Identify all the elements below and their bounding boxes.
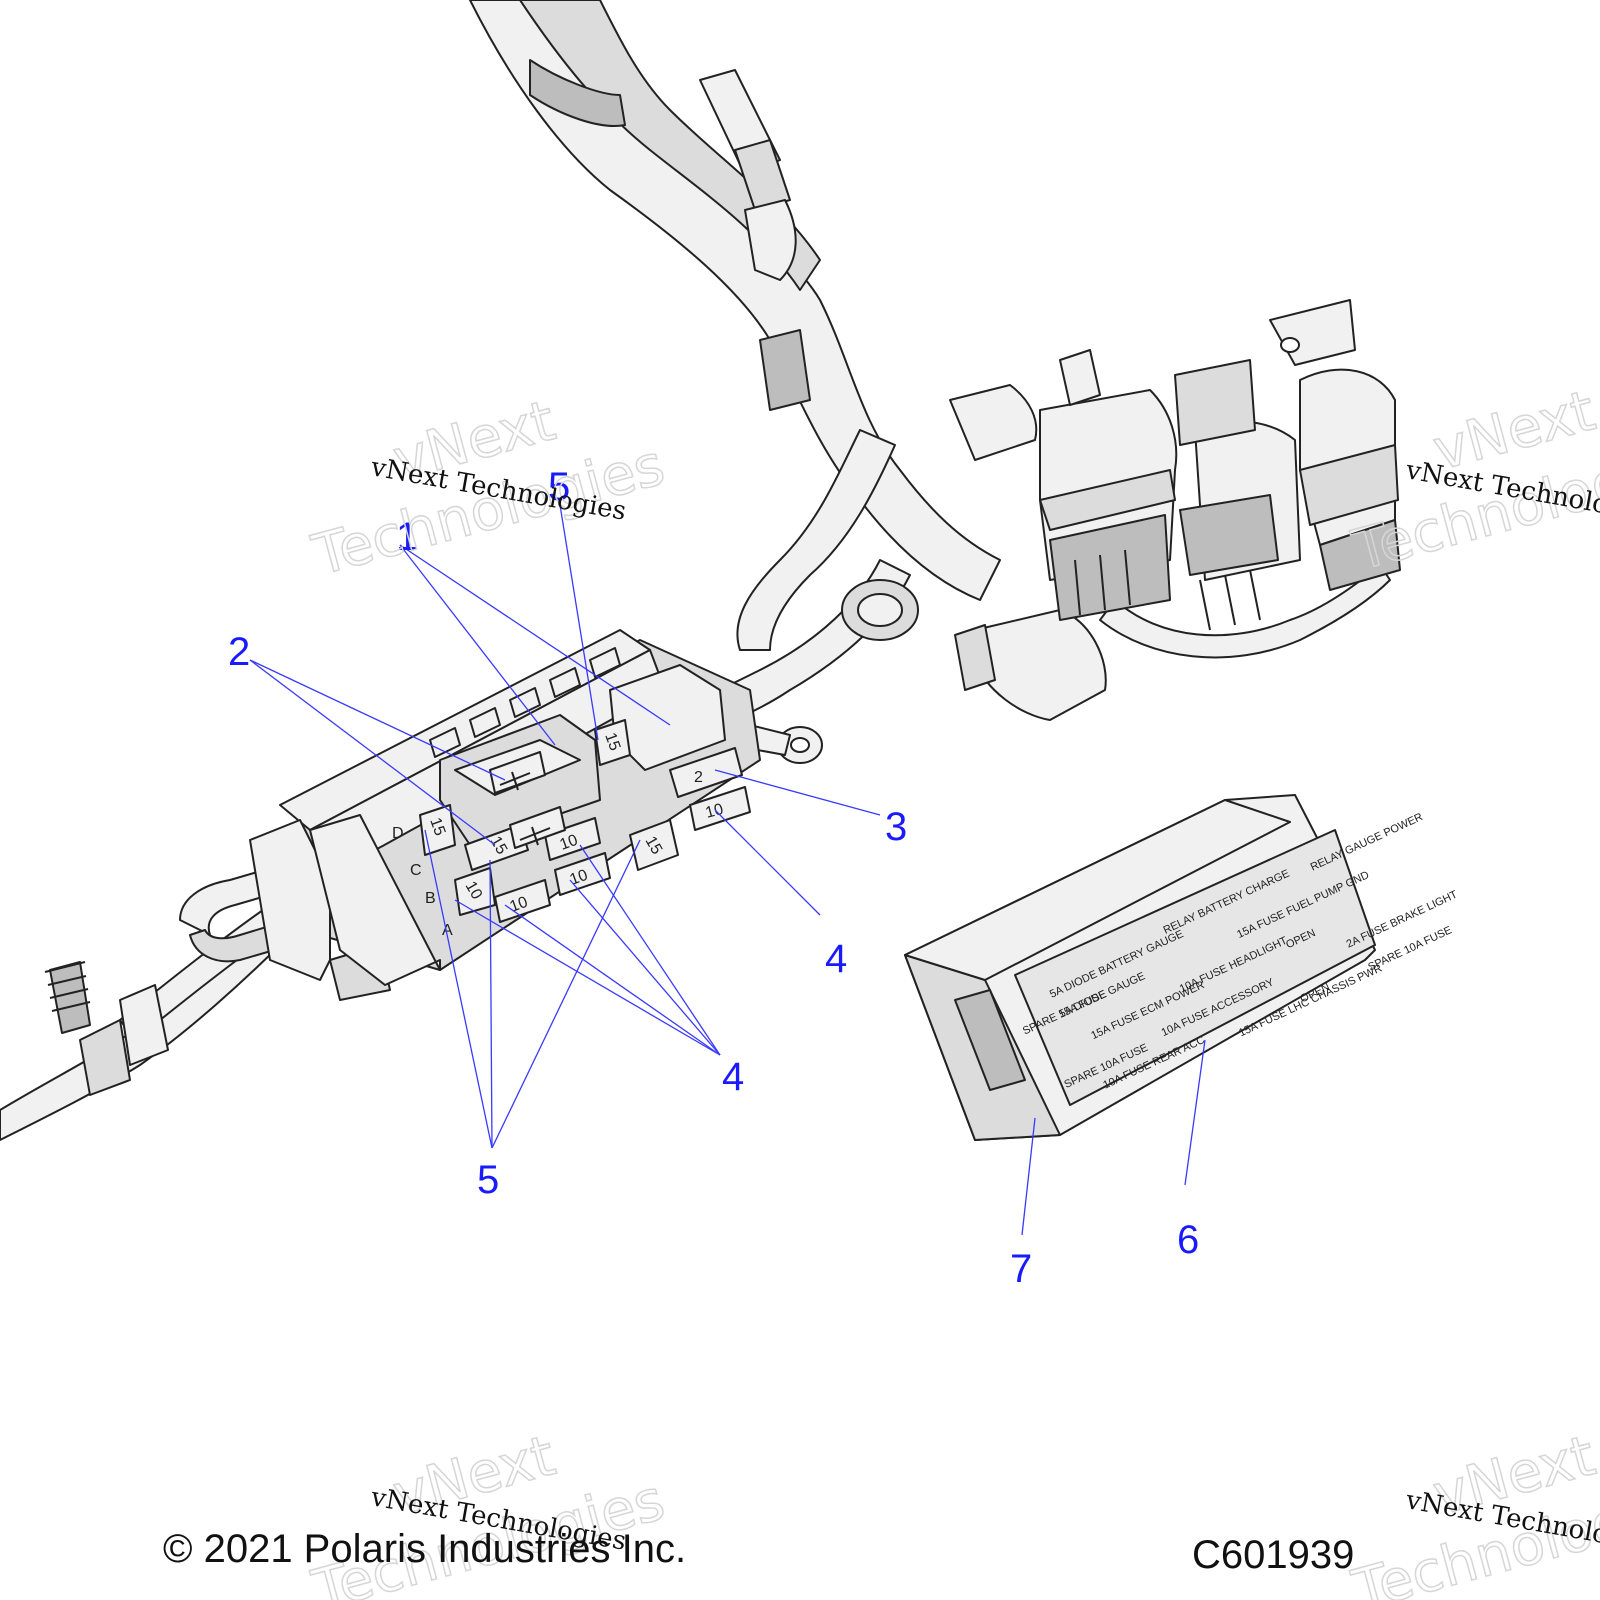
callout-1: 1 bbox=[396, 515, 418, 559]
svg-text:10: 10 bbox=[558, 832, 581, 854]
svg-text:10: 10 bbox=[704, 801, 726, 822]
svg-text:15: 15 bbox=[601, 731, 623, 754]
leader-lines bbox=[249, 504, 1206, 1236]
fuse-block: D C B A 15 15 10 10 10 10 bbox=[249, 629, 761, 1001]
diode-icon bbox=[489, 751, 546, 794]
fuse-10-d4: 10 bbox=[689, 786, 751, 831]
fuse-15-top: 15 bbox=[594, 719, 631, 766]
fuse-10-a: 10 bbox=[494, 879, 551, 923]
svg-text:10: 10 bbox=[462, 879, 486, 903]
fuse-15-d: 15 bbox=[419, 804, 456, 856]
row-letter-b: B bbox=[425, 890, 436, 907]
fuse-box-cover: 5A DIODE BATTERY GAUGE 5A DIODE GAUGE SP… bbox=[904, 794, 1460, 1141]
row-letter-a: A bbox=[442, 922, 453, 939]
row-letter-c: C bbox=[410, 862, 422, 879]
row-letter-d: D bbox=[392, 825, 404, 842]
copyright-text: © 2021 Polaris Industries Inc. bbox=[163, 1527, 686, 1571]
callout-6: 6 bbox=[1177, 1218, 1199, 1262]
svg-text:15: 15 bbox=[487, 834, 511, 858]
diagram-code: C601939 bbox=[1192, 1533, 1354, 1577]
fuse-15-c3: 15 bbox=[629, 819, 679, 871]
fuse-2: 2 bbox=[669, 747, 743, 798]
svg-text:15: 15 bbox=[426, 816, 448, 839]
callout-7: 7 bbox=[1010, 1247, 1032, 1291]
svg-text:15: 15 bbox=[642, 834, 666, 858]
relay-assembly bbox=[949, 299, 1401, 631]
fuse-10-b: 10 bbox=[454, 867, 496, 916]
diode-icon bbox=[509, 806, 566, 849]
callout-3: 3 bbox=[885, 805, 907, 849]
callouts: 1 2 3 4 4 5 5 6 7 bbox=[228, 465, 1199, 1291]
callout-2: 2 bbox=[228, 630, 250, 674]
callout-4-right: 4 bbox=[825, 937, 847, 981]
callout-5-top: 5 bbox=[548, 465, 570, 509]
fuse-10-c2: 10 bbox=[544, 817, 601, 861]
terminal-row bbox=[429, 647, 621, 758]
svg-text:2: 2 bbox=[694, 769, 703, 786]
callout-4-lower: 4 bbox=[722, 1055, 744, 1099]
callout-5-lower: 5 bbox=[477, 1158, 499, 1202]
